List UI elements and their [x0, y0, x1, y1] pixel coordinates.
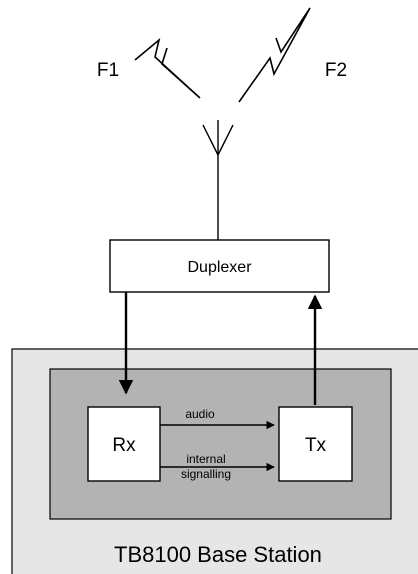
internal-link-label: internal	[186, 452, 225, 466]
antenna-icon	[202, 120, 234, 240]
f2-signal-icon	[238, 7, 311, 103]
duplexer-label: Duplexer	[187, 259, 252, 276]
duplexer-box	[109, 239, 330, 293]
f2-label: F2	[325, 60, 347, 81]
base-station-label: TB8100 Base Station	[114, 542, 322, 567]
tx-label: Tx	[305, 435, 327, 456]
f1-label: F1	[97, 60, 119, 81]
rx-label: Rx	[112, 435, 136, 456]
signalling-link-label: signalling	[181, 467, 231, 481]
audio-link-label: audio	[185, 407, 215, 421]
rx-box	[87, 406, 161, 482]
tx-box	[278, 406, 353, 482]
f1-signal-icon	[134, 37, 201, 99]
